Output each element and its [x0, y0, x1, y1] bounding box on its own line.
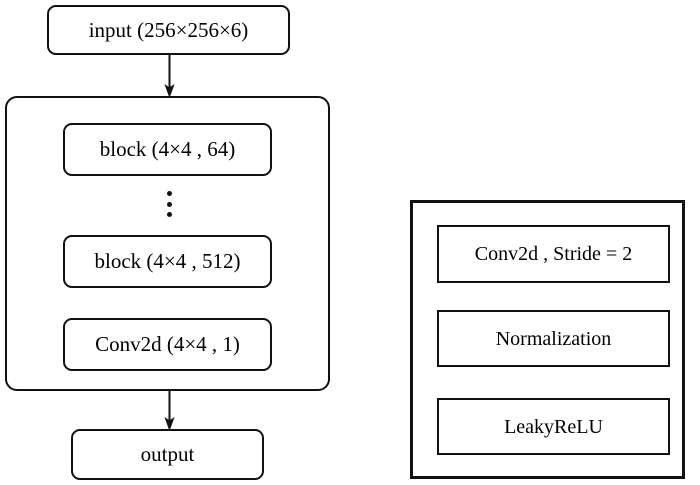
input-node-label: input (256×256×6) [88, 17, 249, 42]
block-node-64[interactable]: block (4×4 , 64) [63, 123, 272, 176]
panel-item-normalization[interactable]: Normalization [437, 310, 670, 367]
output-node[interactable]: output [71, 429, 264, 480]
panel-item-conv2d-stride-label: Conv2d , Stride = 2 [474, 243, 633, 265]
block-node-64-label: block (4×4 , 64) [99, 137, 236, 161]
conv2d-node-1[interactable]: Conv2d (4×4 , 1) [63, 318, 272, 371]
panel-item-normalization-label: Normalization [495, 327, 612, 350]
arrow-stack-to-output [164, 389, 175, 431]
block-node-512[interactable]: block (4×4 , 512) [63, 235, 272, 288]
output-node-label: output [140, 442, 195, 466]
block-node-512-label: block (4×4 , 512) [94, 249, 241, 273]
conv2d-node-1-label: Conv2d (4×4 , 1) [95, 332, 240, 356]
panel-item-leakyrelu[interactable]: LeakyReLU [437, 398, 670, 455]
arrow-input-to-stack [164, 53, 175, 98]
panel-item-leakyrelu-label: LeakyReLU [504, 415, 603, 438]
vertical-ellipsis-icon [166, 191, 172, 217]
panel-item-conv2d-stride[interactable]: Conv2d , Stride = 2 [437, 225, 670, 283]
input-node[interactable]: input (256×256×6) [47, 5, 290, 55]
